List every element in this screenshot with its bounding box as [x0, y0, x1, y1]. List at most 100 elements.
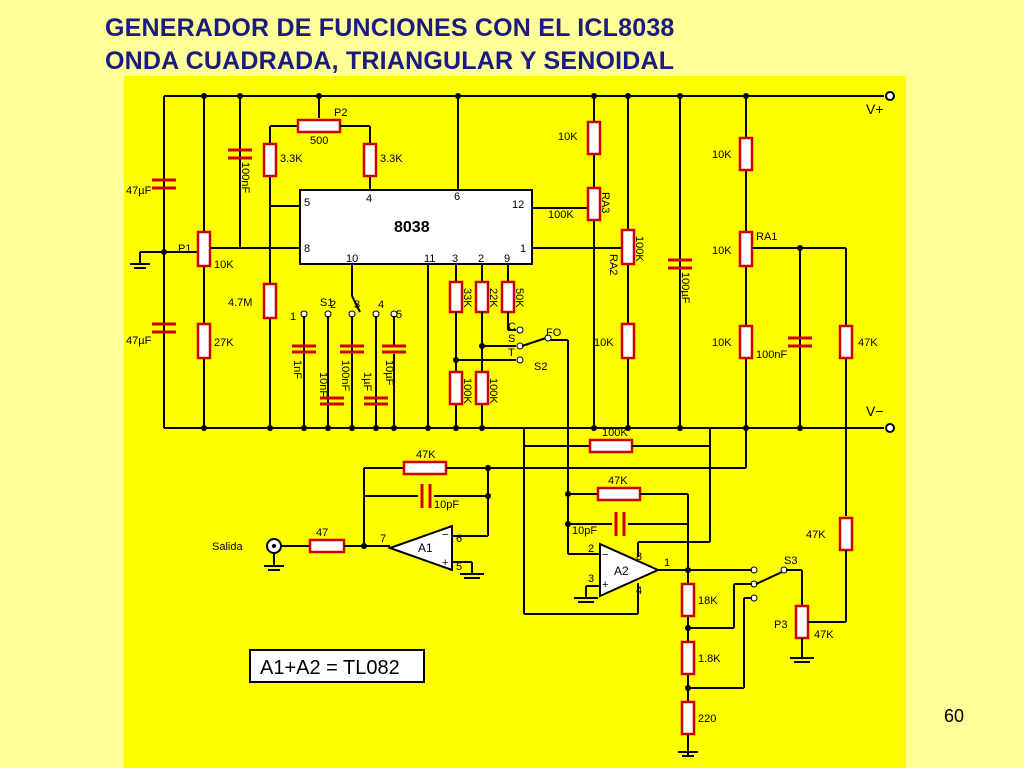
ra1-value: 10K — [712, 245, 732, 257]
r-47k-p3 — [838, 516, 854, 552]
r-47k-p3-label: 47K — [806, 529, 826, 541]
svg-text:−: − — [442, 529, 448, 541]
r-100k-l-label: 100K — [461, 378, 473, 404]
title-line-2: ONDA CUADRADA, TRIANGULAR Y SENOIDAL — [105, 47, 675, 75]
r-27k — [196, 322, 212, 360]
a1-pin-5: 5 — [456, 561, 462, 573]
vneg-terminal — [885, 423, 895, 433]
c-47uf-top-label: 47µF — [126, 185, 152, 197]
ra2-label: RA2 — [607, 254, 619, 275]
c-10uf-label: 10µF — [383, 360, 395, 386]
svg-text:+: + — [602, 579, 608, 591]
a1-pin-7: 7 — [380, 533, 386, 545]
r-47m — [262, 282, 278, 320]
pin-9: 9 — [504, 253, 510, 265]
p-50k — [500, 280, 516, 314]
c-1nf-label: 1nF — [291, 360, 303, 379]
r-220-label: 220 — [698, 713, 716, 725]
r-10k-ra1top-label: 10K — [712, 149, 732, 161]
r-47k-a2 — [596, 486, 642, 502]
fo-label: FO — [546, 327, 562, 339]
s2-switch[interactable] — [516, 326, 552, 364]
s1-label: S1 — [320, 297, 333, 309]
icl8038-label: 8038 — [394, 219, 430, 236]
op-amp-a2 — [599, 542, 661, 598]
r-10k-ra1bot-label: 10K — [712, 337, 732, 349]
r-47m-label: 4.7M — [228, 297, 252, 309]
s1-pos-2: 2 — [330, 299, 336, 311]
r-100k-r — [474, 370, 490, 406]
r-10k-mid — [620, 322, 636, 360]
ra1-pot — [738, 230, 754, 268]
r-10k-top — [586, 120, 602, 156]
s1-pos-4: 4 — [378, 299, 384, 311]
a2-pin-2: 2 — [588, 543, 594, 555]
r-10k-ra1top — [738, 136, 754, 172]
svg-text:+: + — [442, 557, 448, 569]
p3-pot — [794, 604, 810, 640]
s2-s: S — [508, 333, 515, 345]
schematic-diagram: V+ V− 47µF 47µF P1 10K 27K 100nF P2 500 … — [126, 91, 895, 757]
s3-label: S3 — [784, 555, 797, 567]
r-27k-label: 27K — [214, 337, 234, 349]
r-100k-l — [448, 370, 464, 406]
r-10k-top-label: 10K — [558, 131, 578, 143]
s2-t: T — [508, 347, 515, 359]
s2-label: S2 — [534, 361, 547, 373]
r-1-8k-label: 1.8K — [698, 653, 721, 665]
r-18k — [680, 582, 696, 618]
r-1-8k — [680, 640, 696, 676]
a2-pin-1: 1 — [664, 557, 670, 569]
r-47k-a1-label: 47K — [416, 449, 436, 461]
vneg-label: V− — [866, 403, 884, 419]
r-47k-a1 — [402, 460, 448, 476]
p1-value: 10K — [214, 259, 234, 271]
r-47-out — [308, 538, 346, 554]
tl082-note: A1+A2 = TL082 — [260, 657, 400, 679]
vpos-terminal — [885, 91, 895, 101]
p1-label: P1 — [178, 243, 191, 255]
s1-pos-3: 3 — [354, 299, 360, 311]
s1-switch[interactable] — [300, 310, 398, 318]
c-1uf-label: 1µF — [361, 372, 373, 391]
pin-3: 3 — [452, 253, 458, 265]
ra2-pot — [620, 228, 636, 266]
ra3-value: 100K — [548, 209, 574, 221]
pin-4: 4 — [366, 193, 372, 205]
r-33k-a-label: 3.3K — [280, 153, 303, 165]
title-line-1: GENERADOR DE FUNCIONES CON EL ICL8038 — [105, 14, 675, 42]
icl8038-chip — [299, 189, 533, 265]
r-100k-fb — [588, 438, 634, 454]
a2-label: A2 — [614, 564, 629, 578]
a1-pin-6: 6 — [456, 533, 462, 545]
pin-5: 5 — [304, 197, 310, 209]
r-33k-label: 33K — [461, 288, 473, 308]
r-10k-mid-label: 10K — [594, 337, 614, 349]
p2-pot — [296, 118, 342, 134]
r-220 — [680, 700, 696, 736]
schematic-board: V+ V− 47µF 47µF P1 10K 27K 100nF P2 500 … — [124, 76, 906, 768]
p-50k-label: 50K — [513, 288, 525, 308]
r-100k-r-label: 100K — [487, 378, 499, 404]
c-100nf-top-label: 100nF — [239, 162, 251, 193]
ra3-pot — [586, 186, 602, 222]
r-100k-fb-label: 100K — [602, 427, 628, 439]
pin-11: 11 — [424, 253, 435, 265]
c-10pf-a2-label: 10pF — [572, 525, 597, 537]
r-18k-label: 18K — [698, 595, 718, 607]
a2-pin-8: 8 — [636, 551, 642, 563]
r-47k-a2-label: 47K — [608, 475, 628, 487]
c-47uf-bot-label: 47µF — [126, 335, 152, 347]
r-22k — [474, 280, 490, 314]
p2-label: P2 — [334, 107, 347, 119]
c-10pf-a1-label: 10pF — [434, 499, 459, 511]
r-33k — [448, 280, 464, 314]
pin-1: 1 — [520, 243, 526, 255]
s3-switch[interactable] — [750, 566, 788, 602]
pin-12: 12 — [512, 199, 524, 211]
page-number: 60 — [943, 706, 964, 726]
c-100nf-s1-label: 100nF — [339, 360, 351, 391]
p2-value: 500 — [310, 135, 328, 147]
r-33k-b-label: 3.3K — [380, 153, 403, 165]
vpos-label: V+ — [866, 101, 884, 117]
